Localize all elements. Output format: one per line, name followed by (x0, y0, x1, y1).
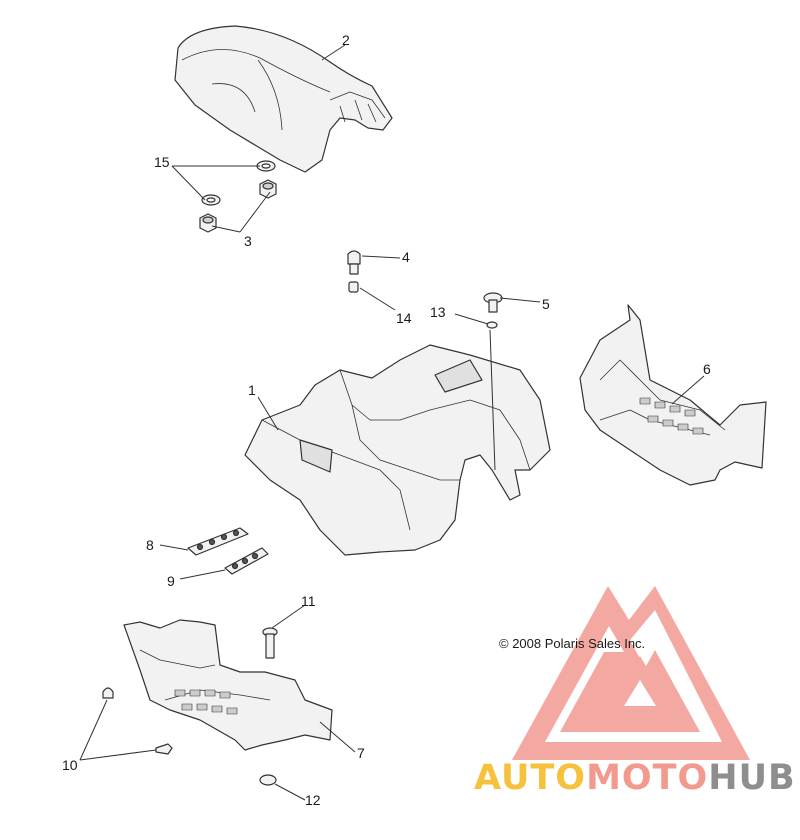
callout-6: 6 (703, 361, 711, 377)
callout-8: 8 (146, 537, 154, 553)
callout-14: 14 (396, 310, 412, 326)
footwell-left-part (123, 619, 333, 751)
callout-2: 2 (342, 32, 350, 48)
copyright-text: © 2008 Polaris Sales Inc. (499, 636, 646, 651)
callout-13: 13 (430, 304, 446, 320)
watermark-logo-icon (512, 586, 750, 760)
callout-1: 1 (248, 382, 256, 398)
brand-part-hub: HUB (708, 758, 796, 798)
callout-4: 4 (402, 249, 410, 265)
bolt-part-11 (262, 627, 278, 659)
leader-lines (79, 44, 705, 801)
brand-part-moto: MOTO (586, 758, 709, 798)
grommet-part-14 (348, 281, 359, 293)
callout-15: 15 (154, 154, 170, 170)
callout-9: 9 (167, 573, 175, 589)
pin-part-4 (347, 250, 361, 275)
callout-10: 10 (62, 757, 78, 773)
clip-part-10 (102, 687, 173, 755)
footwell-right-part (579, 304, 767, 486)
callout-5: 5 (542, 296, 550, 312)
callout-3: 3 (244, 233, 252, 249)
callout-7: 7 (357, 745, 365, 761)
callout-12: 12 (305, 792, 321, 808)
footpad-part-9 (224, 547, 269, 575)
seat-part (174, 25, 393, 173)
footpad-part-8 (187, 527, 249, 556)
callout-11: 11 (301, 593, 316, 609)
watermark-brand: AUTOMOTOHUB (474, 758, 796, 798)
rear-fender-part (244, 329, 551, 556)
nut-part-3 (199, 179, 277, 233)
nut-part-12 (259, 774, 277, 786)
brand-part-auto: AUTO (474, 758, 587, 798)
rivet-part-5 (483, 292, 503, 313)
washer-part-13 (486, 321, 498, 329)
